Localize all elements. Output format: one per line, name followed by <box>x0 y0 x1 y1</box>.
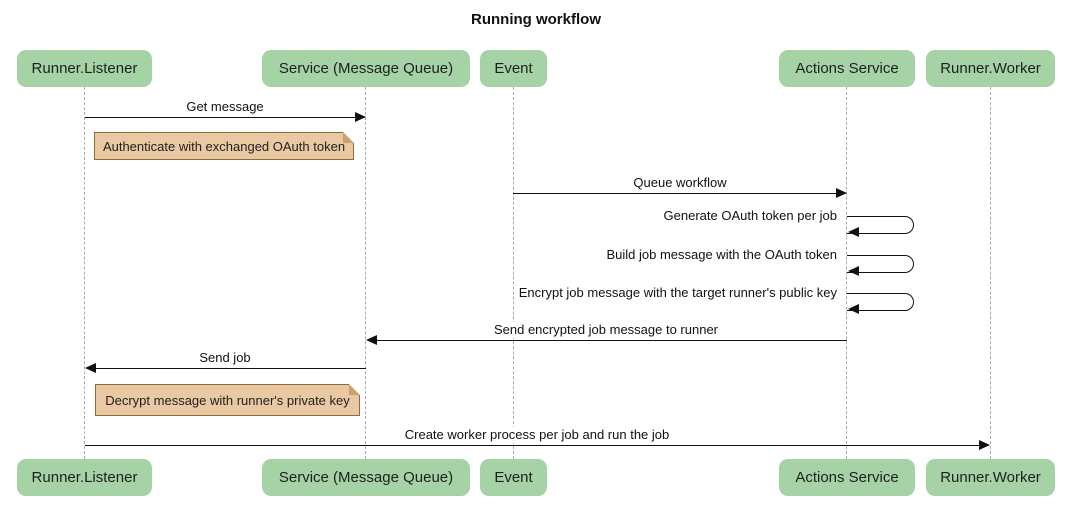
message-label: Send encrypted job message to runner <box>489 322 723 338</box>
self-loop-line <box>847 293 914 311</box>
self-message-label: Generate OAuth token per job <box>659 208 841 224</box>
message-label: Get message <box>182 99 268 115</box>
message-label: Create worker process per job and run th… <box>400 427 674 443</box>
message-line <box>95 368 366 369</box>
actor-bottom-runner-listener: Runner.Listener <box>17 459 152 496</box>
arrowhead-right-icon <box>836 188 847 198</box>
message-label: Send job <box>195 350 255 366</box>
message-label: Queue workflow <box>629 175 731 191</box>
note-fold-corner-icon <box>343 132 354 143</box>
lifeline-event <box>513 87 514 459</box>
note-decrypt-private-key: Decrypt message with runner's private ke… <box>95 384 360 416</box>
actor-top-event: Event <box>480 50 547 87</box>
arrowhead-left-icon <box>848 227 859 237</box>
arrowhead-right-icon <box>355 112 366 122</box>
actor-top-runner-listener: Runner.Listener <box>17 50 152 87</box>
note-text: Decrypt message with runner's private ke… <box>105 392 350 408</box>
self-loop-line <box>847 216 914 234</box>
lifeline-actions-service <box>846 87 847 459</box>
arrowhead-left-icon <box>848 266 859 276</box>
note-text: Authenticate with exchanged OAuth token <box>102 138 346 154</box>
actor-top-runner-worker: Runner.Worker <box>926 50 1055 87</box>
message-line <box>376 340 847 341</box>
actor-bottom-runner-worker: Runner.Worker <box>926 459 1055 496</box>
arrowhead-left-icon <box>85 363 96 373</box>
actor-top-service-message-queue: Service (Message Queue) <box>262 50 470 87</box>
lifeline-runner-listener <box>84 87 85 459</box>
note-fold-corner-icon <box>349 384 360 395</box>
actor-top-actions-service: Actions Service <box>779 50 915 87</box>
lifeline-runner-worker <box>990 87 991 459</box>
message-line <box>85 117 356 118</box>
arrowhead-left-icon <box>366 335 377 345</box>
message-line <box>85 445 980 446</box>
arrowhead-right-icon <box>979 440 990 450</box>
self-message-label: Build job message with the OAuth token <box>602 247 841 263</box>
actor-bottom-event: Event <box>480 459 547 496</box>
message-line <box>513 193 837 194</box>
lifeline-service-message-queue <box>365 87 366 459</box>
actor-bottom-service-message-queue: Service (Message Queue) <box>262 459 470 496</box>
note-authenticate-oauth: Authenticate with exchanged OAuth token <box>94 132 354 160</box>
diagram-title: Running workflow <box>471 11 601 28</box>
arrowhead-left-icon <box>848 304 859 314</box>
self-message-label: Encrypt job message with the target runn… <box>514 285 841 301</box>
actor-bottom-actions-service: Actions Service <box>779 459 915 496</box>
self-loop-line <box>847 255 914 273</box>
